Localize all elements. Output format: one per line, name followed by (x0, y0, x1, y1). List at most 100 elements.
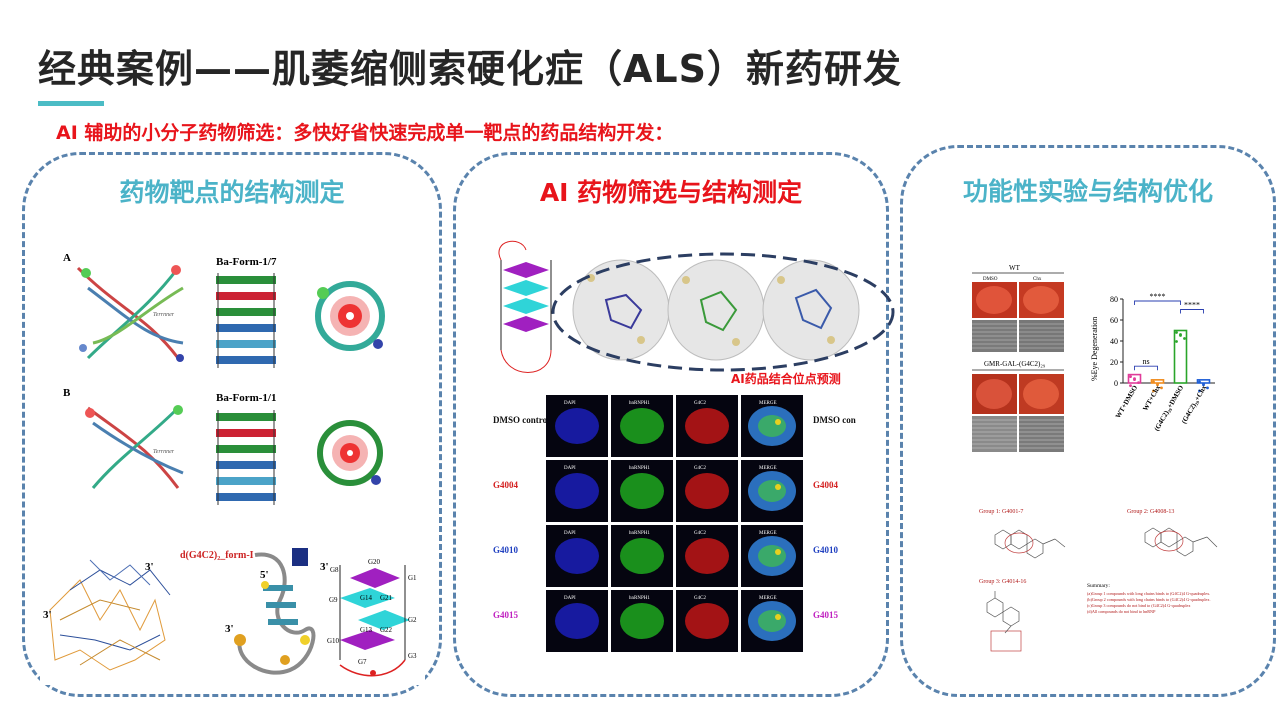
quadruplex-forms-graphic: A Ba-Form-1/7 Terrnner (63, 252, 385, 505)
g-label-8: G13 (360, 626, 373, 634)
eye-col-chx: Chx (1033, 277, 1042, 282)
sig-bracket-a-label: **** (1150, 292, 1166, 301)
nucleus-stain (555, 603, 599, 639)
eye-wt-label: WT (1009, 264, 1021, 272)
y-tick-label: 60 (1110, 316, 1118, 325)
structure-group-3 (986, 591, 1022, 652)
group-3-label: Group 3: G4014-16 (979, 579, 1026, 585)
nucleus-stain (555, 538, 599, 574)
sig-bracket-b-label: **** (1184, 301, 1200, 310)
sig-bracket-b-line (1180, 309, 1204, 314)
g-label-6: G9 (329, 596, 338, 604)
eye-images-graphic: WT DMSO Chx GMR-GAL-(G4C2)₂₉ (972, 264, 1064, 452)
figure-compound-groups: Group 1: G4001-7 Group 2: G4008-13 Group… (975, 503, 1250, 663)
page-title: 经典案例——肌萎缩侧索硬化症（ALS）新药研发 (38, 47, 902, 91)
summary-line-a: (a)Group 1 compounds with long chains bi… (1087, 591, 1210, 596)
data-point (1206, 386, 1209, 390)
y-tick-label: 0 (1114, 379, 1118, 388)
row-label-left: DMSO control (493, 415, 550, 425)
fig-b-ribbon (85, 405, 184, 489)
row-label-right: G4004 (813, 480, 839, 490)
data-point (1179, 333, 1182, 336)
summary-line-b: (b)Group 2 compounds with long chains bi… (1087, 597, 1211, 602)
figure-quadruplex-forms: A Ba-Form-1/7 Terrnner (58, 248, 410, 518)
sig-bracket-ns-line (1134, 365, 1158, 371)
eye-gmr-label: GMR-GAL-(G4C2)₂₉ (984, 360, 1046, 368)
y-tick-label: 80 (1110, 295, 1118, 304)
data-point (1198, 380, 1201, 384)
row-label-left: G4015 (493, 610, 519, 620)
fig-b-stack (216, 410, 276, 505)
sig-bracket-a-line (1134, 300, 1181, 305)
bar (1127, 373, 1142, 384)
fig-a-label: A (63, 252, 71, 264)
nucleus-stain (555, 408, 599, 444)
row-label-right: G4015 (813, 610, 839, 620)
structure-group-2 (1144, 527, 1218, 557)
nucleus-stain (620, 408, 664, 444)
g-label-1: G8 (330, 566, 339, 574)
panel-title-functional-tests: 功能性实验与结构优化 (962, 177, 1213, 206)
data-point (1202, 382, 1205, 386)
g-label-7: G2 (408, 616, 417, 624)
merge-inner (758, 415, 786, 437)
g-label-12: G3 (408, 652, 417, 660)
column-header: hnRNPH1 (629, 466, 650, 471)
data-point (1129, 375, 1132, 378)
fig-c-heading: d(G4C2)₂_form-I (180, 550, 254, 561)
column-header: DAPI (564, 401, 576, 406)
group-2-label: Group 2: G4008-13 (1127, 509, 1174, 515)
x-tick-label: WT+DMSO (1114, 384, 1140, 420)
merge-inner (758, 610, 786, 632)
panel-title-target-structure: 药物靶点的结构测定 (119, 178, 345, 207)
column-header: G4C2 (694, 531, 706, 536)
column-header: hnRNPH1 (629, 596, 650, 601)
nucleus-stain (555, 473, 599, 509)
g-label-4: G14 (360, 594, 373, 602)
panel-ai-screening: AI 药物筛选与结构测定 (453, 152, 895, 697)
merge-inner (758, 480, 786, 502)
row-label-left: G4010 (493, 545, 519, 555)
column-header: MERGE (759, 466, 777, 471)
quadruplex-schematic (498, 240, 552, 373)
molecular-model (49, 559, 171, 671)
row-label-left: G4004 (493, 480, 519, 490)
y-axis-label: %Eye Degeneration (1090, 317, 1099, 381)
data-point (1152, 380, 1155, 384)
panel-target-structure: 药物靶点的结构测定 A Ba-Form-1/7 Terrnner (22, 152, 442, 697)
row-label-right: DMSO control (813, 415, 856, 425)
y-tick-label: 20 (1110, 358, 1118, 367)
x-tick-label: WT+Chx (1141, 384, 1162, 413)
column-header: DAPI (564, 531, 576, 536)
figure-eye-images: WT DMSO Chx GMR-GAL-(G4C2)₂₉ (969, 262, 1067, 457)
panel-functional-tests: 功能性实验与结构优化 WT DMSO Chx GMR-GAL-(G4C2)₂₉ (900, 145, 1276, 697)
ribbon-cartoon (234, 548, 316, 675)
nucleus-stain (685, 408, 729, 444)
protein-surfaces (572, 259, 860, 361)
data-point (1129, 384, 1132, 387)
data-point (1152, 389, 1155, 393)
g-label-2: G20 (368, 558, 381, 566)
prediction-label: AI药品结合位点预测 (731, 372, 841, 386)
summary-title: Summary: (1087, 583, 1110, 589)
figure-docking-prediction (491, 240, 901, 390)
summary-line-d: (d)All compounds do not bind to hnRNP (1087, 609, 1156, 614)
panel-title-ai-screening: AI 药物筛选与结构测定 (539, 178, 803, 207)
structure-group-1 (994, 529, 1066, 559)
nucleus-stain (620, 603, 664, 639)
column-header: G4C2 (694, 466, 706, 471)
g-label-11: G7 (358, 658, 367, 666)
row-label-right: G4010 (813, 545, 839, 555)
merge-spot (775, 484, 781, 490)
fig-a-ring (315, 281, 385, 351)
column-header: hnRNPH1 (629, 401, 650, 406)
data-point (1175, 340, 1178, 343)
merge-spot (775, 549, 781, 555)
nucleus-stain (685, 603, 729, 639)
data-point (1198, 389, 1201, 393)
fig-c-end-1: 3' (145, 561, 154, 573)
